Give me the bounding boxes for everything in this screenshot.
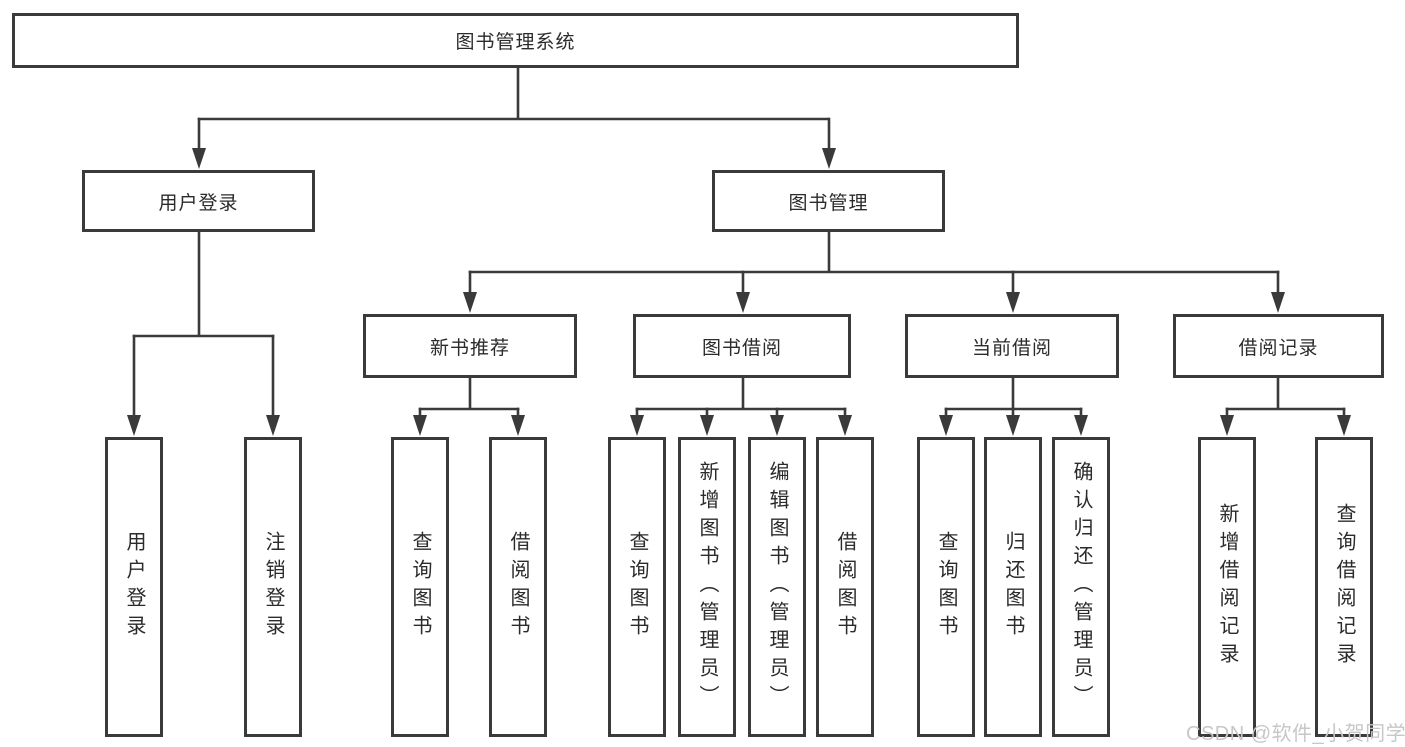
- leaf-add-book-admin: 新增图书（管理员）: [678, 437, 736, 737]
- arrowhead: [463, 292, 477, 313]
- node-label: 借阅图书: [834, 531, 856, 643]
- node-book-management: 图书管理: [712, 170, 945, 232]
- node-label: 用户登录: [123, 531, 145, 643]
- node-label: 确认归还（管理员）: [1070, 461, 1092, 713]
- node-new-book-recommend: 新书推荐: [363, 314, 577, 378]
- node-label: 用户登录: [158, 192, 239, 214]
- node-label: 新增借阅记录: [1216, 503, 1238, 671]
- arrowhead: [770, 415, 784, 436]
- node-label: 查询借阅记录: [1333, 503, 1355, 671]
- leaf-query-borrow-record: 查询借阅记录: [1315, 437, 1373, 737]
- node-label: 借阅图书: [507, 531, 529, 643]
- arrowhead: [630, 415, 644, 436]
- node-label: 归还图书: [1002, 531, 1024, 643]
- leaf-borrow-book-1: 借阅图书: [489, 437, 547, 737]
- node-label: 图书管理: [788, 192, 869, 214]
- node-borrow-record: 借阅记录: [1173, 314, 1384, 378]
- arrowhead: [511, 415, 525, 436]
- leaf-logout: 注销登录: [244, 437, 302, 737]
- arrowhead: [266, 415, 280, 436]
- node-user-login: 用户登录: [82, 170, 315, 232]
- node-label: 查询图书: [409, 531, 431, 643]
- node-label: 查询图书: [935, 531, 957, 643]
- leaf-borrow-book-2: 借阅图书: [816, 437, 874, 737]
- node-current-borrow: 当前借阅: [905, 314, 1119, 378]
- leaf-user-login: 用户登录: [105, 437, 163, 737]
- arrowhead: [1220, 415, 1234, 436]
- leaf-edit-book-admin: 编辑图书（管理员）: [748, 437, 806, 737]
- node-label: 查询图书: [626, 531, 648, 643]
- arrowhead: [192, 148, 206, 169]
- leaf-confirm-return-admin: 确认归还（管理员）: [1052, 437, 1110, 737]
- arrowhead: [838, 415, 852, 436]
- node-root-library-system: 图书管理系统: [12, 13, 1019, 68]
- arrowhead: [1337, 415, 1351, 436]
- arrowhead: [700, 415, 714, 436]
- node-label: 图书管理系统: [455, 32, 576, 53]
- node-label: 图书借阅: [701, 337, 782, 359]
- node-label: 注销登录: [262, 531, 284, 643]
- leaf-query-book-1: 查询图书: [391, 437, 449, 737]
- node-book-borrow: 图书借阅: [633, 314, 851, 378]
- leaf-add-borrow-record: 新增借阅记录: [1198, 437, 1256, 737]
- arrowheads: [127, 148, 1351, 436]
- node-label: 当前借阅: [971, 337, 1052, 359]
- leaf-query-book-3: 查询图书: [917, 437, 975, 737]
- arrowhead: [1271, 292, 1285, 313]
- node-label: 新书推荐: [429, 337, 510, 359]
- arrowhead: [1006, 292, 1020, 313]
- arrowhead: [413, 415, 427, 436]
- node-label: 新增图书（管理员）: [696, 461, 718, 713]
- node-label: 借阅记录: [1238, 337, 1319, 359]
- arrowhead: [736, 292, 750, 313]
- arrowhead: [1006, 415, 1020, 436]
- leaf-return-book: 归还图书: [984, 437, 1042, 737]
- arrowhead: [822, 148, 836, 169]
- node-label: 编辑图书（管理员）: [766, 461, 788, 713]
- csdn-watermark: CSDN @软件_小贺同学: [1186, 723, 1405, 745]
- arrowhead: [939, 415, 953, 436]
- arrowhead: [127, 415, 141, 436]
- leaf-query-book-2: 查询图书: [608, 437, 666, 737]
- arrowhead: [1074, 415, 1088, 436]
